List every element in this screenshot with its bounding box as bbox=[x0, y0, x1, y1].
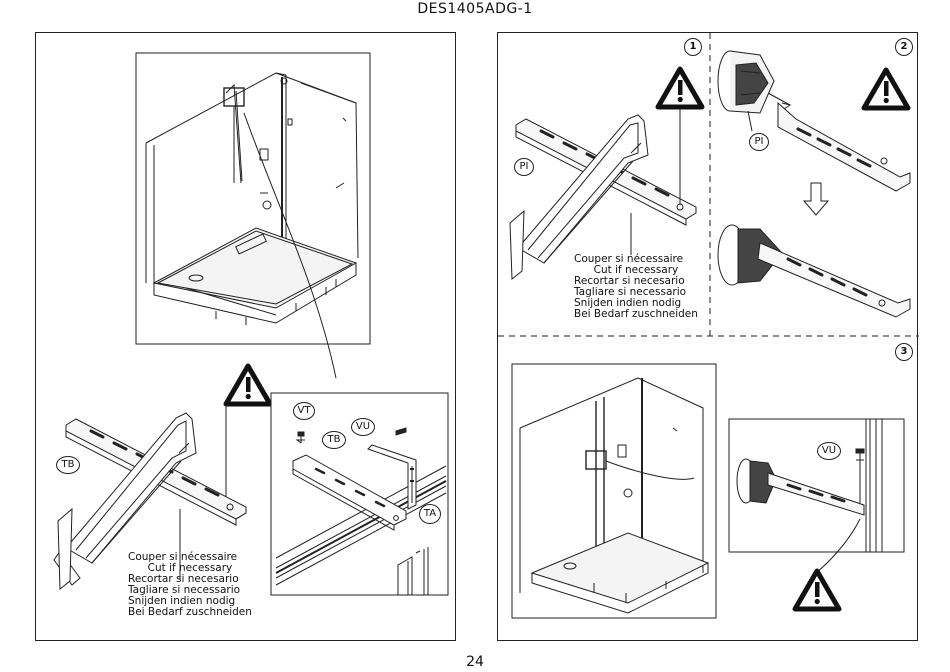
caption-line-it: Tagliare si necessario bbox=[574, 286, 687, 298]
caption-line-de: Bei Bedarf zuschneiden bbox=[574, 308, 698, 320]
caption-line-de: Bei Bedarf zuschneiden bbox=[128, 606, 252, 618]
callout-tb-detail: TB bbox=[322, 431, 346, 449]
step-badge-3: 3 bbox=[895, 343, 913, 361]
left-panel-drawing bbox=[53, 52, 449, 596]
callout-vu: VU bbox=[351, 418, 375, 436]
callout-vt: VT bbox=[293, 402, 315, 420]
caption-line-fr: Couper si nécessaire bbox=[574, 253, 684, 265]
shower-overview bbox=[135, 52, 371, 379]
left-panel: Couper si nécessaire Cut if necessary Re… bbox=[35, 32, 456, 641]
warning-triangle-icon bbox=[223, 363, 273, 407]
page-number: 24 bbox=[466, 654, 484, 670]
right-panel: 1 2 3 Couper si nécessaire Cut if necess… bbox=[497, 32, 919, 641]
callout-pi-step2: PI bbox=[749, 133, 769, 151]
caption-line-es: Recortar si necesario bbox=[128, 573, 239, 585]
document-title: DES1405ADG-1 bbox=[417, 1, 533, 17]
caption-line-nl: Snijden indien nodig bbox=[128, 595, 236, 607]
step-badge-1: 1 bbox=[684, 38, 702, 56]
warning-triangle-icon bbox=[655, 66, 705, 110]
callout-vu-step3: VU bbox=[817, 442, 841, 460]
right-caption-block: Couper si nécessaire Cut if necessary Re… bbox=[574, 254, 698, 320]
left-caption-block: Couper si nécessaire Cut if necessary Re… bbox=[128, 552, 252, 618]
callout-pi-step1: PI bbox=[514, 158, 534, 176]
caption-line-fr: Couper si nécessaire bbox=[128, 551, 238, 563]
callout-tb: TB bbox=[56, 456, 80, 474]
caption-line-es: Recortar si necesario bbox=[574, 275, 685, 287]
caption-line-nl: Snijden indien nodig bbox=[574, 297, 682, 309]
arrow-down-icon bbox=[802, 182, 830, 216]
caption-line-en: Cut if necessary bbox=[147, 562, 233, 574]
caption-line-it: Tagliare si necessario bbox=[128, 584, 241, 596]
hacksaw-icon bbox=[53, 412, 247, 591]
callout-ta: TA bbox=[419, 504, 441, 524]
hacksaw-icon bbox=[509, 114, 697, 281]
warning-triangle-icon bbox=[792, 568, 842, 612]
caption-line-en: Cut if necessary bbox=[593, 264, 679, 276]
wall-bracket-parts bbox=[717, 50, 911, 318]
step-badge-2: 2 bbox=[895, 38, 913, 56]
right-panel-drawing bbox=[498, 33, 919, 619]
shower-install bbox=[511, 363, 905, 619]
warning-triangle-icon bbox=[861, 67, 911, 111]
